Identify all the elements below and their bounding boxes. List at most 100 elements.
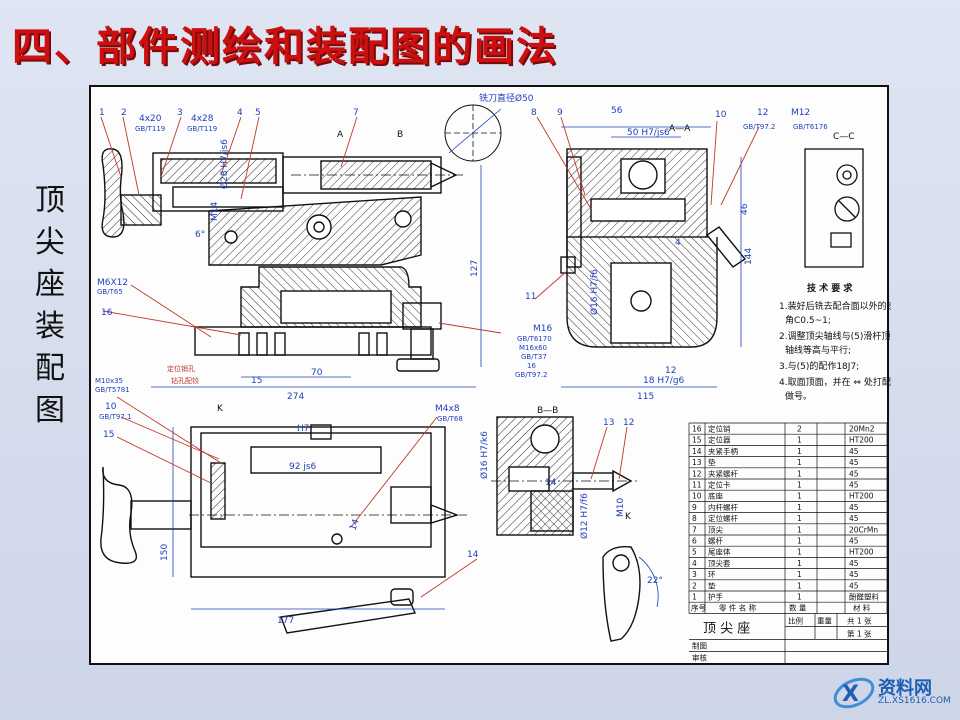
bom-material: 45 xyxy=(849,581,859,590)
bom-qty: 1 xyxy=(797,503,802,512)
watermark-url: ZL.XS1616.COM xyxy=(878,696,951,706)
dimension: 46 xyxy=(740,203,750,215)
bom-material: 45 xyxy=(849,559,859,568)
leader-number: 5 xyxy=(255,108,261,118)
bom-material: 45 xyxy=(849,458,859,467)
leaders-side xyxy=(534,116,760,300)
side-char: 顶 xyxy=(35,183,65,218)
watermark-icon: X xyxy=(833,677,875,709)
fastener-label: GB/T6170 xyxy=(517,335,552,343)
dimension: 92 js6 xyxy=(289,462,317,472)
dimension: Ø16 H7/k6 xyxy=(479,431,490,479)
dimension: 18 H7/g6 xyxy=(643,376,685,386)
leader-number: 7 xyxy=(353,108,359,118)
bom-name: 定位器 xyxy=(708,435,731,445)
bom-qty: 1 xyxy=(797,570,802,579)
bom-no: 3 xyxy=(692,570,697,579)
base-bolts xyxy=(238,332,388,356)
side-label: 顶 尖 座 装 配 图 xyxy=(30,180,70,432)
bom-no: 4 xyxy=(692,559,697,568)
note-line: 角C0.5~1; xyxy=(785,314,831,326)
fastener-label: 16 xyxy=(527,362,536,370)
bom-material: 45 xyxy=(849,570,859,579)
dimension: 14 xyxy=(348,518,361,532)
bom-qty: 1 xyxy=(797,537,802,546)
bom-no: 16 xyxy=(692,425,702,434)
top-view xyxy=(100,424,467,634)
bom-material: 45 xyxy=(849,481,859,490)
title-block-name: 顶 尖 座 xyxy=(703,621,750,636)
dimension: 144 xyxy=(744,248,754,265)
dimension: 铣刀直径Ø50 xyxy=(479,92,534,104)
bom-qty: 1 xyxy=(797,436,802,445)
fastener-label: GB/T37 xyxy=(521,353,547,361)
bom-material: HT200 xyxy=(849,492,874,501)
section-label: A xyxy=(337,130,344,140)
dimension: Ø28 H7/js6 xyxy=(219,139,230,189)
svg-text:X: X xyxy=(842,682,859,707)
dimension: 70 xyxy=(311,368,323,378)
bom-qty: 1 xyxy=(797,593,802,602)
side-char: 尖 xyxy=(35,225,65,260)
bom-name: 定位卡 xyxy=(708,480,731,490)
bom-name: 底座 xyxy=(708,491,723,501)
leaders-top xyxy=(116,396,478,598)
fastener-label: 4x20 xyxy=(139,114,162,124)
leader-number: 8 xyxy=(531,108,537,118)
note-line: 2.调整顶尖轴线与(5)滑杆顶 xyxy=(779,330,890,342)
side-char: 座 xyxy=(35,267,65,302)
bom-qty: 1 xyxy=(797,447,802,456)
fastener-label: GB/T119 xyxy=(135,125,165,133)
section-label: C—C xyxy=(833,132,855,142)
dimension: M10 xyxy=(616,498,626,517)
dimension: 127 xyxy=(470,260,480,277)
assembly-drawing-sheet: 1 2 4x20 GB/T119 3 4x28 GB/T119 4 5 7 铣刀… xyxy=(89,85,891,665)
bom-material: 45 xyxy=(849,469,859,478)
bom-name: 护手 xyxy=(708,592,723,602)
bom-qty: 1 xyxy=(797,581,802,590)
dimension: 4 xyxy=(675,238,681,248)
section-bb-labels: B—B 13 12 Ø16 H7/k6 14 Ø12 H7/f6 M10 K 2… xyxy=(479,406,663,586)
side-view-aa xyxy=(560,126,747,388)
side-view-labels: 8 9 56 50 H7/js6 A—A 10 12 GB/T97.2 M12 … xyxy=(525,106,828,402)
fastener-label: GB/T97.1 xyxy=(99,413,131,421)
leaders-front xyxy=(100,116,502,338)
dimension: Ø12 H7/f6 xyxy=(579,493,590,539)
bom-header: 材 料 xyxy=(853,603,871,613)
leader-number: 16 xyxy=(101,308,113,318)
note-line: 轴线等高与平行; xyxy=(785,344,851,356)
view-cc xyxy=(804,148,864,268)
watermark-logo: X 资料网 ZL.XS1616.COM xyxy=(832,672,952,714)
dimension: 6° xyxy=(195,230,205,240)
leader-number: 12 xyxy=(757,108,768,118)
bom-qty: 1 xyxy=(797,525,802,534)
bom-no: 5 xyxy=(692,548,697,557)
fastener-label: GB/T5781 xyxy=(95,386,130,394)
bom-qty: 2 xyxy=(797,425,802,434)
callout-label: 钻孔配铰 xyxy=(171,376,199,385)
bom-material: 20CrMn xyxy=(849,525,878,534)
dimension: M14 xyxy=(210,202,220,221)
assembly-drawing: 1 2 4x20 GB/T119 3 4x28 GB/T119 4 5 7 铣刀… xyxy=(95,92,891,665)
bom-no: 1 xyxy=(692,593,697,602)
fastener-label: GB/T119 xyxy=(187,125,217,133)
fastener-label: GB/T97.2 xyxy=(515,371,547,379)
leader-number: 13 xyxy=(603,418,614,428)
bom-name: 环 xyxy=(708,570,716,579)
title-block-field: 制图 xyxy=(692,640,707,650)
fastener-label: M16 xyxy=(533,324,552,334)
bom-name: 夹紧手柄 xyxy=(708,446,738,456)
leader-number: 2 xyxy=(121,108,127,118)
bom-qty: 1 xyxy=(797,469,802,478)
fastener-label: GB/T97.2 xyxy=(743,123,775,131)
bom-name: 顶尖 xyxy=(708,524,723,534)
leader-number: 12 xyxy=(623,418,634,428)
bom-no: 10 xyxy=(692,492,702,501)
bom-qty: 1 xyxy=(797,481,802,490)
leader-number: 14 xyxy=(467,550,479,560)
title-block-field: 审核 xyxy=(692,652,707,662)
bom-no: 15 xyxy=(692,436,702,445)
technical-notes: 技 术 要 求 1.装好后铣去配合面以外的锐 角C0.5~1; 2.调整顶尖轴线… xyxy=(779,282,891,402)
fastener-label: 4x28 xyxy=(191,114,214,124)
